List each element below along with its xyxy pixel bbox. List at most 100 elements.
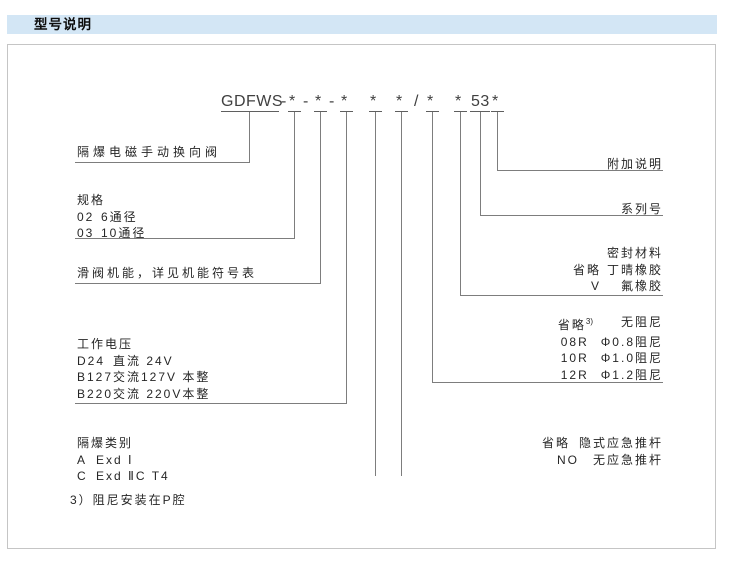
tick-star-6 <box>426 111 439 112</box>
explosion-title: 隔爆类别 <box>77 436 134 450</box>
spec-code: 02 <box>77 209 95 224</box>
tick-star-8 <box>491 111 504 112</box>
section-header-bar: 型号说明 <box>7 15 717 34</box>
push-rod-row: NO 无应急推杆 <box>542 452 663 469</box>
code-dash-3: - <box>329 93 335 110</box>
damping-desc: Φ1.2阻尼 <box>600 367 663 382</box>
code-star-2: * <box>315 93 322 110</box>
section-push-rod: 省略 隐式应急推杆 NO 无应急推杆 <box>542 435 663 468</box>
diagram-frame <box>7 44 716 549</box>
code-dash-2: - <box>303 93 309 110</box>
spec-desc: 10通径 <box>101 226 147 240</box>
tick-star-7 <box>454 111 467 112</box>
line-additional <box>497 112 498 170</box>
footnote: 3）阻尼安装在P腔 <box>70 493 187 507</box>
code-star-8: * <box>492 93 499 110</box>
damping-code: 08R <box>560 334 589 349</box>
line-spool-function <box>320 112 321 283</box>
damping-row: 省略3) 无阻尼 <box>558 314 663 334</box>
underline-seal <box>460 295 663 296</box>
code-star-3: * <box>341 93 348 110</box>
spec-row: 02 6通径 <box>77 209 146 226</box>
voltage-code: D24 <box>77 353 106 368</box>
tick-star-3 <box>340 111 353 112</box>
seal-row: 省略 丁晴橡胶 <box>573 262 663 279</box>
voltage-row: D24 直流 24V <box>77 353 210 370</box>
explosion-code: C <box>77 469 88 483</box>
damping-row: 12R Φ1.2阻尼 <box>558 367 663 384</box>
damping-desc: Φ0.8阻尼 <box>600 334 663 349</box>
code-dash-1: - <box>281 93 287 110</box>
damping-code: 12R <box>560 367 589 382</box>
explosion-desc: Exd Ⅰ <box>96 452 134 467</box>
push-rod-desc: 无应急推杆 <box>592 452 663 467</box>
push-rod-desc: 隐式应急推杆 <box>578 436 663 450</box>
explosion-row: C Exd ⅡC T4 <box>77 468 170 485</box>
section-damping: 省略3) 无阻尼 08R Φ0.8阻尼 10R Φ1.0阻尼 12R Φ1.2阻… <box>558 314 663 383</box>
damping-code: 省略3) <box>557 317 593 332</box>
voltage-desc: 直流 24V <box>113 353 174 368</box>
spec-row: 03 10通径 <box>77 225 146 242</box>
line-push-rod <box>401 112 402 476</box>
section-voltage: 工作电压 D24 直流 24V B127 交流127V 本整 B220 交流 2… <box>77 336 210 402</box>
underline-damping <box>432 382 663 383</box>
seal-code: V <box>590 279 601 293</box>
tick-star-4 <box>369 111 382 112</box>
footnote-marker: 3) <box>585 317 593 326</box>
seal-desc: 丁晴橡胶 <box>606 262 663 277</box>
line-valve-type <box>249 112 250 162</box>
seal-desc: 氟橡胶 <box>620 279 663 293</box>
push-rod-code: NO <box>557 452 579 467</box>
voltage-desc: 交流 220V本整 <box>113 386 211 401</box>
spec-code: 03 <box>77 226 95 240</box>
tick-base <box>221 111 279 112</box>
seal-code: 省略 <box>572 262 601 277</box>
explosion-code: A <box>77 452 88 467</box>
code-star-7: * <box>455 93 462 110</box>
voltage-title: 工作电压 <box>77 337 134 351</box>
line-series <box>480 112 481 215</box>
spec-desc: 6通径 <box>101 209 138 224</box>
damping-row: 10R Φ1.0阻尼 <box>558 350 663 367</box>
underline-spec <box>75 238 295 239</box>
voltage-code: B220 <box>77 386 114 401</box>
underline-voltage <box>75 403 347 404</box>
underline-series <box>480 215 663 216</box>
label-valve-type: 隔爆电磁手动换向阀 <box>77 145 222 159</box>
page-title: 型号说明 <box>34 17 92 32</box>
damping-desc: Φ1.0阻尼 <box>600 351 663 365</box>
section-spec: 规格 02 6通径 03 10通径 <box>77 192 146 242</box>
voltage-code: B127 <box>77 370 114 384</box>
damping-row: 08R Φ0.8阻尼 <box>558 334 663 351</box>
line-seal <box>460 112 461 295</box>
label-spool-function: 滑阀机能，详见机能符号表 <box>77 266 258 280</box>
label-additional: 附加说明 <box>606 157 663 171</box>
seal-row: V 氟橡胶 <box>573 278 663 295</box>
tick-star-5 <box>395 111 408 112</box>
code-series-number: 53 <box>471 93 490 110</box>
code-star-6: * <box>427 93 434 110</box>
damping-desc: 无阻尼 <box>620 315 663 329</box>
line-explosion-class <box>375 112 376 476</box>
section-explosion-class: 隔爆类别 A Exd Ⅰ C Exd ⅡC T4 <box>77 435 170 485</box>
underline-spool-function <box>75 283 321 284</box>
tick-star-1 <box>288 111 301 112</box>
code-base: GDFWS <box>221 93 284 110</box>
spec-title: 规格 <box>77 193 106 207</box>
code-star-5: * <box>396 93 403 110</box>
code-star-1: * <box>289 93 296 110</box>
voltage-row: B220 交流 220V本整 <box>77 386 210 403</box>
damping-code: 10R <box>560 351 589 365</box>
voltage-row: B127 交流127V 本整 <box>77 369 210 386</box>
push-rod-code: 省略 <box>541 436 570 450</box>
code-slash: / <box>414 93 419 110</box>
tick-star-2 <box>314 111 327 112</box>
line-spec <box>294 112 295 238</box>
code-star-4: * <box>370 93 377 110</box>
line-voltage <box>346 112 347 403</box>
underline-additional <box>497 170 663 171</box>
explosion-desc: Exd ⅡC T4 <box>96 469 170 483</box>
push-rod-row: 省略 隐式应急推杆 <box>542 435 663 452</box>
seal-title: 密封材料 <box>606 246 663 260</box>
